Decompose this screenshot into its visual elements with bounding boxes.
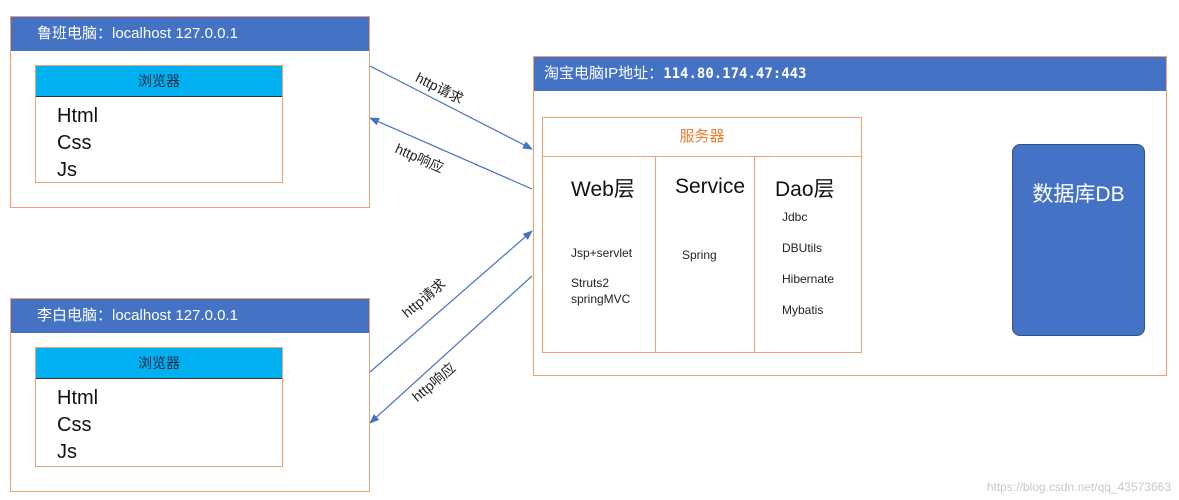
client-title: 李白电脑：localhost 127.0.0.1 [11,299,369,333]
tech-css: Css [57,132,92,154]
arrow-response-libai [369,275,533,424]
dao-layer-title: Dao层 [775,178,835,201]
dao-item-mybatis: Mybatis [782,303,824,317]
tech-js: Js [57,159,77,181]
column-divider [754,156,755,352]
web-item-struts2: Struts2 [571,276,610,290]
host-title-prefix: 淘宝电脑IP地址： [544,65,664,82]
web-layer-title: Web层 [571,178,635,201]
dao-item-dbutils: DBUtils [782,241,823,255]
service-layer-title: Service [675,175,746,198]
tech-html: Html [57,387,99,409]
web-item-springmvc: springMVC [571,292,631,306]
host-title: 淘宝电脑IP地址：114.80.174.47:443 [534,57,1166,91]
server-title: 服务器 [543,118,861,157]
tech-css: Css [57,414,92,436]
browser-box: 浏览器 Html Css Js [35,347,283,467]
database-label: 数据库DB [1032,183,1125,206]
column-divider [655,156,656,352]
browser-box: 浏览器 Html Css Js [35,65,283,183]
client-computer-luban: 鲁班电脑：localhost 127.0.0.1 浏览器 Html Css Js [10,16,370,208]
tech-js: Js [57,441,77,463]
browser-title: 浏览器 [36,66,282,97]
watermark: https://blog.csdn.net/qq_43573663 [986,480,1171,494]
arrow-request-luban [369,65,533,150]
service-item-spring: Spring [682,248,717,262]
client-title: 鲁班电脑：localhost 127.0.0.1 [11,17,369,51]
dao-item-jdbc: Jdbc [782,210,808,224]
host-ip: 114.80.174.47:443 [663,66,807,82]
database-box: 数据库DB [1012,144,1145,336]
web-item-jsp-servlet: Jsp+servlet [571,246,633,260]
server-box: 服务器 Web层 Jsp+servlet Struts2 springMVC S… [542,117,862,353]
browser-title: 浏览器 [36,348,282,379]
client-computer-libai: 李白电脑：localhost 127.0.0.1 浏览器 Html Css Js [10,298,370,492]
arrow-response-luban [369,117,533,190]
arrow-request-libai [369,230,533,373]
tech-html: Html [57,105,99,127]
dao-item-hibernate: Hibernate [782,272,835,286]
